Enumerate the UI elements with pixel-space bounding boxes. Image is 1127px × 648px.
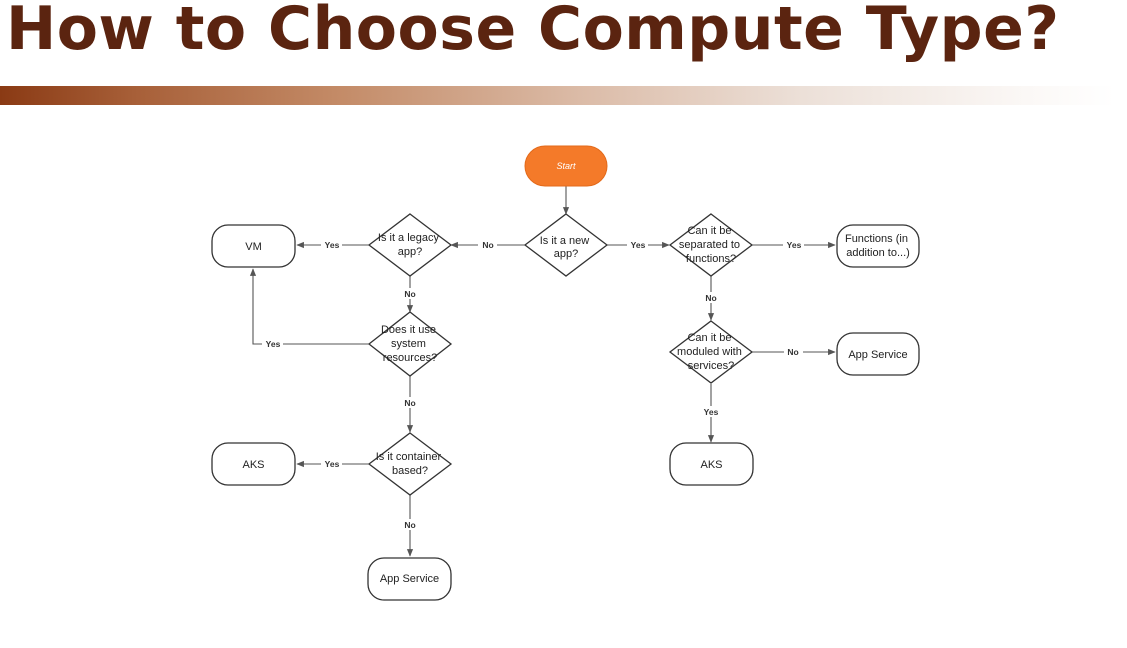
svg-text:Yes: Yes xyxy=(266,339,281,349)
svg-text:Functions (in addition t: Functions (in addition to...) xyxy=(845,233,911,259)
edge-label-container-no: No xyxy=(400,519,420,530)
result-aks-left: AKS xyxy=(211,442,296,486)
svg-text:Can it be moduled with: Can it be moduled with services? xyxy=(677,332,745,372)
decision-legacy-app: Is it a legacy app? xyxy=(367,213,453,277)
result-app-service-right: App Service xyxy=(836,332,920,376)
decision-moduled-with-services: Can it be moduled with services? xyxy=(668,320,754,384)
svg-text:Is it a new app?: Is it a new app? xyxy=(540,235,593,260)
edge-label-new-no: No xyxy=(478,239,497,250)
svg-text:Can it be separated to: Can it be separated to functions? xyxy=(679,225,743,265)
svg-text:App Service: App Service xyxy=(380,573,439,585)
decision-new-app: Is it a new app? xyxy=(523,213,609,277)
edge-label-services-yes: Yes xyxy=(700,406,721,417)
svg-text:Does it use system: Does it use system resources? xyxy=(381,324,439,364)
svg-text:No: No xyxy=(705,293,716,303)
edge-label-legacy-no: No xyxy=(400,288,420,299)
decision-separated-to-functions: Can it be separated to functions? xyxy=(668,213,754,277)
svg-text:Is it a legacy app?: Is it a legacy app? xyxy=(378,232,442,258)
result-functions: Functions (in addition to...) xyxy=(836,224,920,268)
edge-label-legacy-yes: Yes xyxy=(321,239,342,250)
edge-label-container-yes: Yes xyxy=(321,458,342,469)
edge-label-functions-no: No xyxy=(701,292,721,303)
svg-text:No: No xyxy=(404,398,415,408)
svg-text:No: No xyxy=(482,240,493,250)
svg-text:Yes: Yes xyxy=(704,407,719,417)
svg-text:Yes: Yes xyxy=(787,240,802,250)
edge-label-services-no: No xyxy=(784,346,803,357)
svg-text:AKS: AKS xyxy=(242,459,264,471)
svg-text:Yes: Yes xyxy=(325,240,340,250)
svg-text:VM: VM xyxy=(245,241,262,253)
svg-text:No: No xyxy=(787,347,798,357)
edge-label-new-yes: Yes xyxy=(627,239,648,250)
edge-label-functions-yes: Yes xyxy=(783,239,804,250)
edge-label-resources-yes: Yes xyxy=(262,338,283,349)
edge-label-resources-no: No xyxy=(400,397,420,408)
edge-resources-to-vm xyxy=(249,268,369,345)
result-app-service-left: App Service xyxy=(367,557,452,601)
svg-text:App Service: App Service xyxy=(848,349,907,361)
result-vm: VM xyxy=(211,224,296,268)
svg-text:No: No xyxy=(404,289,415,299)
svg-text:Yes: Yes xyxy=(325,459,340,469)
slide-title: How to Choose Compute Type? xyxy=(6,0,1060,64)
decision-system-resources: Does it use system resources? xyxy=(367,311,453,377)
decision-container-based: Is it container based? xyxy=(367,432,453,496)
svg-text:Start: Start xyxy=(556,161,576,171)
svg-text:Yes: Yes xyxy=(631,240,646,250)
result-aks-right: AKS xyxy=(669,442,754,486)
svg-text:AKS: AKS xyxy=(700,459,722,471)
title-gradient-bar xyxy=(0,86,1115,105)
start-node: Start xyxy=(524,145,608,187)
svg-text:No: No xyxy=(404,520,415,530)
svg-text:Is it container based?: Is it container based? xyxy=(376,451,444,477)
